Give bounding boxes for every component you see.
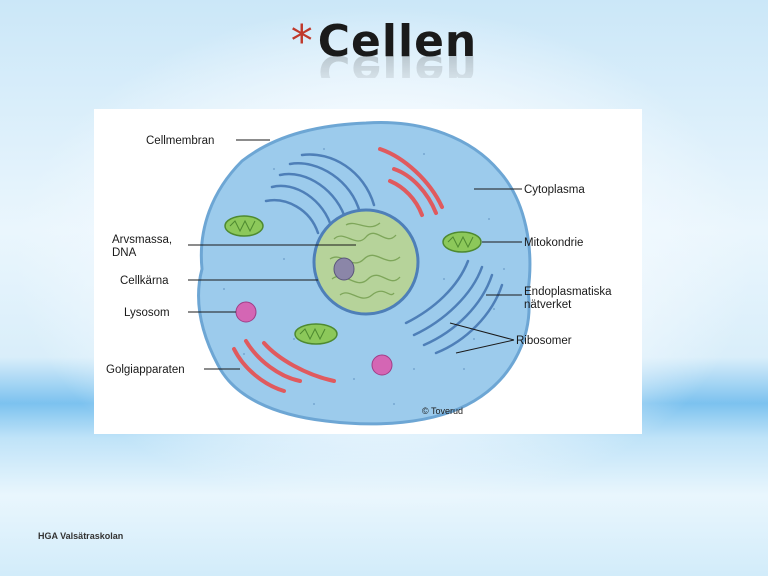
label-endoplasmatiska-1: Endoplasmatiska (524, 286, 612, 298)
slide-title-area: *Cellen (0, 14, 768, 70)
nucleolus (333, 257, 355, 281)
mitochondrion-left (224, 215, 264, 237)
label-cellmembran: Cellmembran (146, 135, 214, 147)
title-text: Cellen (317, 16, 478, 67)
cell-diagram-panel: Cellmembran Cytoplasma Arvsmassa, DNA Mi… (94, 109, 642, 434)
golgi-top (378, 147, 444, 217)
label-mitokondrie: Mitokondrie (524, 237, 583, 249)
label-cytoplasma: Cytoplasma (524, 184, 585, 196)
mitochondrion-right (442, 231, 482, 253)
lysosome-bottom (371, 354, 393, 376)
golgi-bottom (232, 339, 336, 393)
label-endoplasmatiska-2: nätverket (524, 299, 572, 311)
label-lysosom: Lysosom (124, 307, 170, 319)
leader-lines (188, 139, 522, 370)
label-copyright: © Toverud (422, 406, 463, 416)
mitochondrion-bottom (294, 323, 338, 345)
footer-text: HGA Valsätraskolan (38, 531, 124, 541)
title-asterisk: * (290, 16, 314, 67)
cytoplasm-dots (223, 148, 505, 405)
label-golgiapparaten: Golgiapparaten (106, 364, 185, 376)
label-ribosomer: Ribosomer (516, 335, 572, 347)
slide-title: *Cellen (291, 14, 477, 70)
lysosome-left (235, 301, 257, 323)
label-cellkarna: Cellkärna (120, 275, 169, 287)
rough-er-upper (264, 153, 376, 235)
rough-er-lower (404, 259, 504, 355)
cell-diagram: Cellmembran Cytoplasma Arvsmassa, DNA Mi… (106, 120, 612, 426)
label-arvsmassa-1: Arvsmassa, (112, 234, 172, 246)
label-arvsmassa-2: DNA (112, 247, 137, 259)
